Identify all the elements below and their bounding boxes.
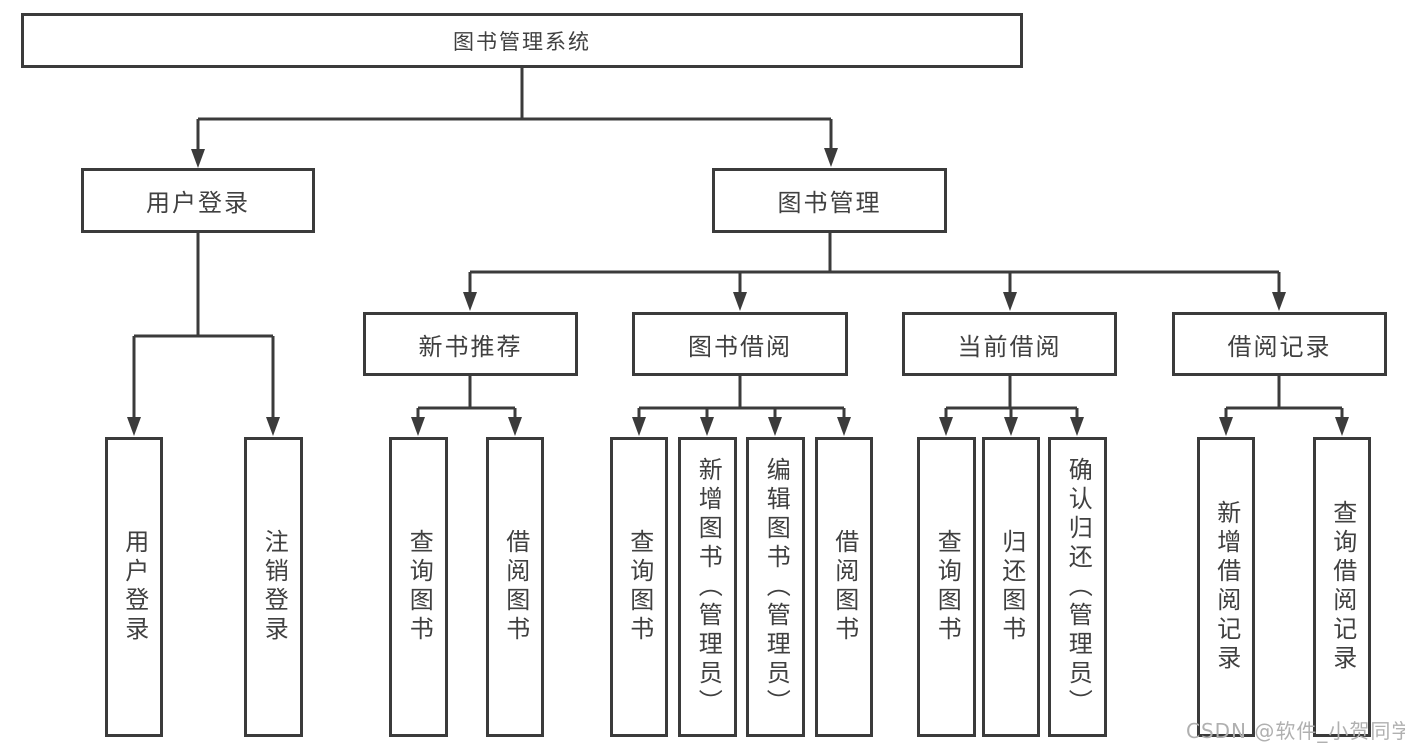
leaf-borrow-add-books-admin: 新增图书（管理员） bbox=[678, 437, 737, 737]
leaf-current-query-books-label: 查询图书 bbox=[933, 529, 962, 645]
csdn-watermark: CSDN @软件_小贺同学 bbox=[1186, 719, 1405, 743]
leaf-current-confirm-return-admin: 确认归还（管理员） bbox=[1048, 437, 1107, 737]
leaf-records-add-record: 新增借阅记录 bbox=[1197, 437, 1255, 737]
leaf-current-query-books: 查询图书 bbox=[917, 437, 976, 737]
leaf-records-add-record-label: 新增借阅记录 bbox=[1212, 500, 1241, 674]
leaf-newbook-borrow-books-label: 借阅图书 bbox=[501, 529, 530, 645]
leaf-logout-label: 注销登录 bbox=[260, 529, 289, 645]
node-library-system: 图书管理系统 bbox=[21, 13, 1023, 68]
connector-bookmgmt-to-level3 bbox=[463, 233, 1286, 311]
node-user-login: 用户登录 bbox=[81, 168, 315, 233]
leaf-newbook-borrow-books: 借阅图书 bbox=[486, 437, 544, 737]
connector-borrowrecords-to-children bbox=[1219, 376, 1349, 436]
leaf-borrow-edit-books-admin: 编辑图书（管理员） bbox=[746, 437, 805, 737]
connector-root-to-level2 bbox=[191, 68, 838, 168]
node-new-book-recommend: 新书推荐 bbox=[363, 312, 578, 376]
node-current-borrow: 当前借阅 bbox=[902, 312, 1117, 376]
leaf-records-query-record: 查询借阅记录 bbox=[1313, 437, 1371, 737]
leaf-newbook-query-books: 查询图书 bbox=[389, 437, 448, 737]
leaf-borrow-borrow-books-label: 借阅图书 bbox=[830, 529, 859, 645]
node-book-management: 图书管理 bbox=[712, 168, 947, 233]
leaf-newbook-query-books-label: 查询图书 bbox=[405, 529, 434, 645]
node-borrow-records: 借阅记录 bbox=[1172, 312, 1387, 376]
connector-newbook-to-children bbox=[411, 376, 522, 436]
leaf-user-login: 用户登录 bbox=[105, 437, 163, 737]
leaf-borrow-query-books-label: 查询图书 bbox=[625, 529, 654, 645]
leaf-current-return-books-label: 归还图书 bbox=[997, 529, 1026, 645]
connector-userlogin-to-children bbox=[127, 233, 280, 436]
leaf-logout: 注销登录 bbox=[244, 437, 303, 737]
leaf-current-confirm-return-admin-label: 确认归还（管理员） bbox=[1064, 456, 1093, 718]
connector-currentborrow-to-children bbox=[939, 376, 1084, 436]
leaf-records-query-record-label: 查询借阅记录 bbox=[1328, 500, 1357, 674]
leaf-borrow-add-books-admin-label: 新增图书（管理员） bbox=[694, 456, 723, 718]
leaf-current-return-books: 归还图书 bbox=[982, 437, 1040, 737]
connector-bookborrow-to-children bbox=[632, 376, 851, 436]
leaf-user-login-label: 用户登录 bbox=[120, 529, 149, 645]
leaf-borrow-edit-books-admin-label: 编辑图书（管理员） bbox=[762, 456, 791, 718]
leaf-borrow-query-books: 查询图书 bbox=[610, 437, 668, 737]
leaf-borrow-borrow-books: 借阅图书 bbox=[815, 437, 873, 737]
node-book-borrow: 图书借阅 bbox=[632, 312, 848, 376]
